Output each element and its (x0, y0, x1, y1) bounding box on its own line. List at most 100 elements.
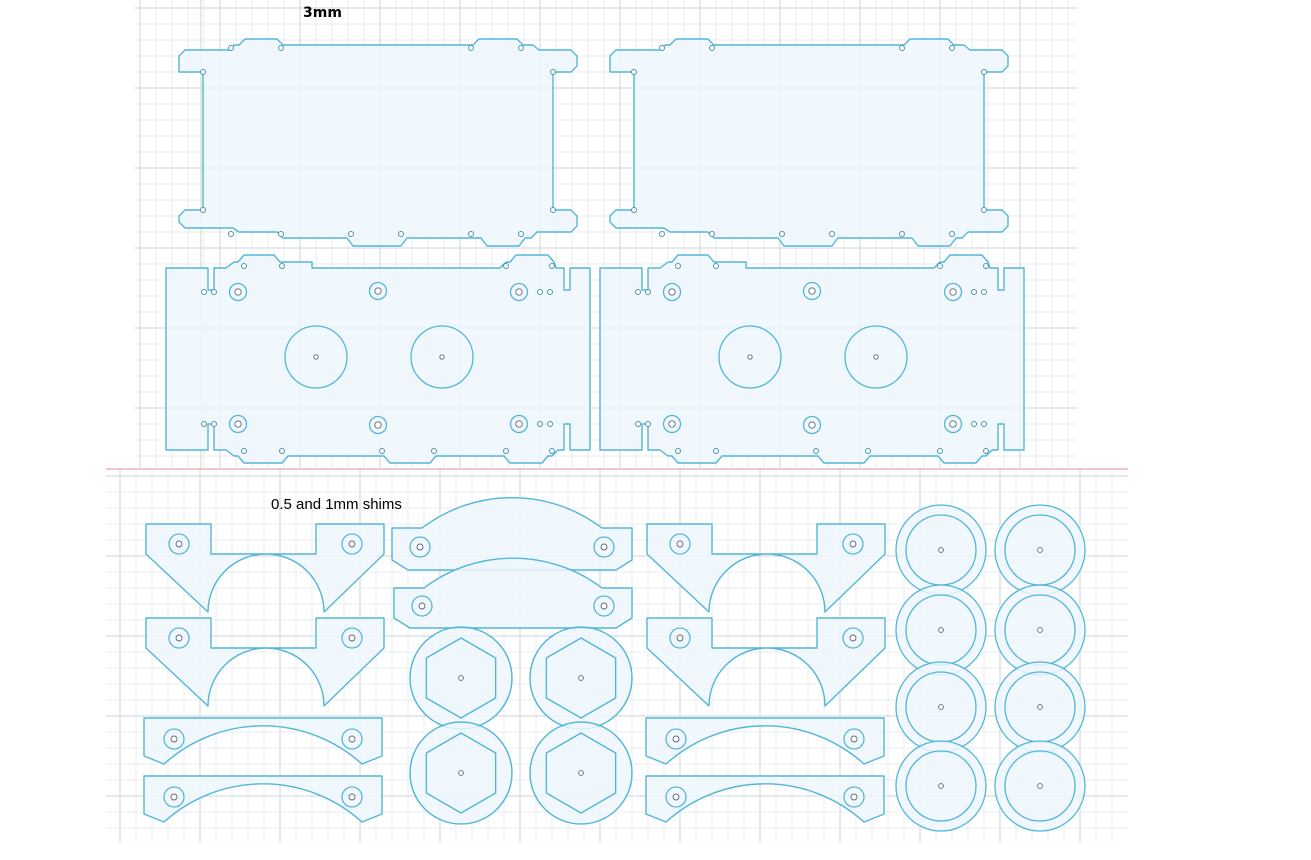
arc-shim (645, 717, 885, 765)
washer-inner (1004, 750, 1076, 822)
pin-hole (635, 289, 641, 295)
pin-hole (241, 448, 247, 454)
notched-shim (646, 617, 886, 707)
mount-ring (662, 414, 682, 434)
mount-ring (228, 282, 248, 302)
screw-hole (808, 421, 816, 429)
motor-ring (284, 325, 348, 389)
pin-hole (813, 448, 819, 454)
pin-hole (228, 231, 234, 237)
screw-hole (439, 354, 445, 360)
thickness-label-3mm: 3mm (303, 5, 342, 21)
washer-inner (905, 750, 977, 822)
pin-hole (713, 263, 719, 269)
pin-hole (398, 231, 404, 237)
shim-hole-ring (665, 728, 687, 750)
screw-hole (170, 735, 178, 743)
bottom-canvas (106, 468, 1128, 842)
screw-hole (873, 354, 879, 360)
screw-hole (348, 735, 356, 743)
screw-hole (234, 288, 242, 296)
shim-hole-ring (411, 595, 433, 617)
pin-hole (468, 231, 474, 237)
screw-hole (676, 634, 684, 642)
screw-hole (374, 287, 382, 295)
pin-hole (981, 421, 987, 427)
pin-hole (211, 421, 217, 427)
mount-ring (368, 281, 388, 301)
shim-hole-ring (163, 786, 185, 808)
mount-ring (228, 414, 248, 434)
shim-hole-ring (168, 533, 190, 555)
screw-hole (1037, 627, 1043, 633)
pin-hole (503, 448, 509, 454)
arc-shim (143, 717, 383, 765)
screw-hole (938, 547, 944, 553)
pin-hole (547, 421, 553, 427)
motor-ring (844, 325, 908, 389)
shim-hole-ring (665, 786, 687, 808)
shim-hole-ring (593, 536, 615, 558)
screw-hole (374, 421, 382, 429)
screw-hole (578, 770, 584, 776)
arc-shim (391, 496, 633, 571)
shim-hole-ring (341, 786, 363, 808)
screw-hole (600, 602, 608, 610)
pin-hole (899, 45, 905, 51)
hex-shim-outline (529, 721, 633, 825)
screw-hole (416, 543, 424, 551)
pin-hole (949, 231, 955, 237)
screw-hole (348, 634, 356, 642)
pin-hole (659, 231, 665, 237)
screw-hole (1037, 783, 1043, 789)
pin-hole (278, 45, 284, 51)
pin-hole (713, 448, 719, 454)
pin-hole (709, 45, 715, 51)
top-canvas (135, 0, 1077, 468)
pin-hole (550, 207, 556, 213)
screw-hole (949, 288, 957, 296)
shim-hole-ring (341, 728, 363, 750)
pin-hole (631, 207, 637, 213)
pin-hole (211, 289, 217, 295)
screw-hole (668, 288, 676, 296)
pin-hole (899, 231, 905, 237)
base-plate (165, 254, 591, 464)
screw-hole (672, 793, 680, 801)
pin-hole (971, 289, 977, 295)
mount-ring (802, 415, 822, 435)
mount-ring (368, 415, 388, 435)
arc-shim (645, 775, 885, 823)
screw-hole (850, 793, 858, 801)
pin-hole (659, 45, 665, 51)
pin-hole (983, 263, 989, 269)
pin-hole (645, 421, 651, 427)
notched-shim (145, 523, 385, 613)
mount-ring (509, 414, 529, 434)
side-panel (178, 38, 578, 247)
pin-hole (201, 421, 207, 427)
motor-ring (410, 325, 474, 389)
mount-ring (509, 282, 529, 302)
side-panel (609, 38, 1009, 247)
shim-hole-ring (842, 627, 864, 649)
pin-hole (983, 448, 989, 454)
shim-hole-ring (669, 533, 691, 555)
mount-ring (662, 282, 682, 302)
pin-hole (279, 263, 285, 269)
screw-hole (175, 634, 183, 642)
screw-hole (348, 793, 356, 801)
shim-hole-ring (669, 627, 691, 649)
pin-hole (981, 207, 987, 213)
pin-hole (431, 448, 437, 454)
pin-hole (241, 263, 247, 269)
screw-hole (418, 602, 426, 610)
pin-hole (981, 69, 987, 75)
pin-hole (201, 289, 207, 295)
hex-shim-outline (409, 721, 513, 825)
pin-hole (537, 421, 543, 427)
pin-hole (937, 448, 943, 454)
screw-hole (175, 540, 183, 548)
pin-hole (865, 448, 871, 454)
screw-hole (1037, 547, 1043, 553)
